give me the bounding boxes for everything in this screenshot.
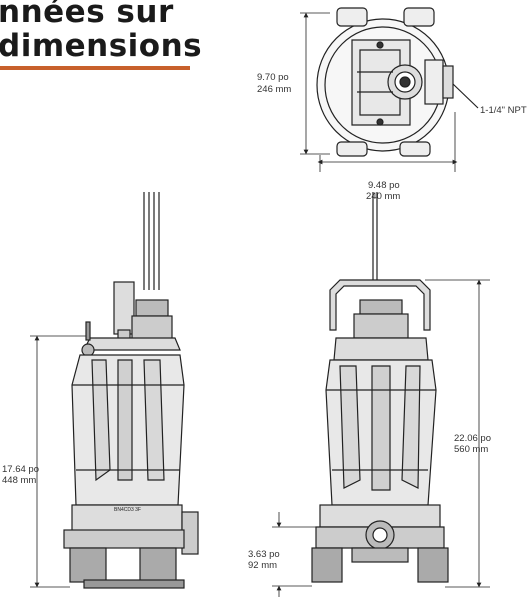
title-underline [0,66,190,70]
side-height-mm: 448 mm [2,475,36,486]
top-height-mm: 246 mm [257,84,291,95]
title-line-1: nnées sur [0,0,174,30]
top-height-po: 9.70 po [257,72,289,83]
front-view-dimensions [272,279,490,597]
front-height-po: 22.06 po [454,433,491,444]
front-height-mm: 560 mm [454,444,488,455]
side-view-dimensions [30,335,86,588]
side-height-po: 17.64 po [2,464,39,475]
outlet-label: 1-1/4" NPT [480,105,527,116]
top-width-po: 9.48 po [368,180,400,191]
base-height-po: 3.63 po [248,549,280,560]
top-width-mm: 240 mm [366,191,400,202]
top-view [316,7,479,157]
front-view [311,192,449,583]
nameplate-text: BN4CD3 3F [114,507,141,513]
top-view-dimensions [300,12,458,172]
title-line-2: dimensions [0,28,203,64]
base-height-mm: 92 mm [248,560,277,571]
side-view [63,192,199,589]
